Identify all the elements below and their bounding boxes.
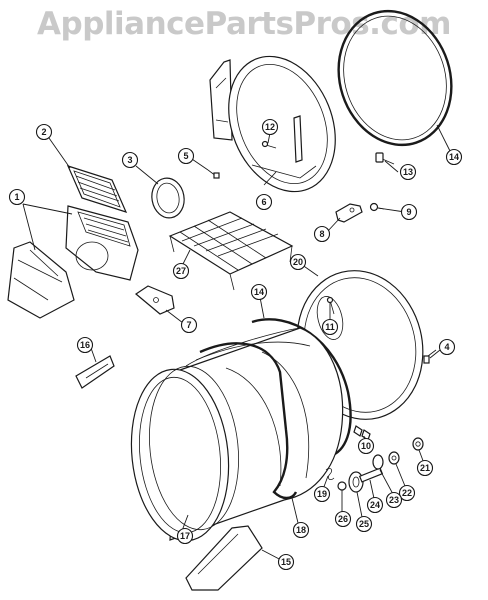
svg-text:19: 19 — [317, 489, 327, 499]
callout-26: 26 — [334, 510, 352, 528]
part-clips-10 — [353, 425, 371, 441]
svg-text:18: 18 — [296, 525, 306, 535]
callouts: 1 2 3 4 5 6 7 8 9 10 11 12 13 14 14 15 1… — [8, 118, 463, 571]
svg-text:6: 6 — [261, 197, 266, 207]
svg-text:4: 4 — [444, 342, 449, 352]
part-slide-16 — [75, 355, 115, 389]
callout-22: 22 — [398, 484, 416, 502]
callout-19: 19 — [313, 485, 331, 503]
callout-18: 18 — [292, 521, 310, 539]
part-seal-ring — [151, 177, 185, 219]
part-drum — [130, 327, 344, 542]
svg-text:25: 25 — [359, 519, 369, 529]
callout-14-top: 14 — [445, 148, 463, 166]
callout-27: 27 — [172, 262, 190, 280]
svg-text:11: 11 — [325, 322, 335, 332]
callout-24: 24 — [366, 496, 384, 514]
svg-text:5: 5 — [183, 151, 188, 161]
callout-13: 13 — [399, 163, 417, 181]
callout-15: 15 — [277, 553, 295, 571]
callout-6: 6 — [255, 193, 273, 211]
part-drying-rack — [168, 211, 294, 291]
svg-text:14: 14 — [254, 287, 264, 297]
callout-3: 3 — [121, 151, 139, 169]
svg-text:15: 15 — [281, 557, 291, 567]
part-bracket-7 — [134, 285, 175, 315]
svg-text:24: 24 — [370, 500, 380, 510]
callout-16: 16 — [76, 336, 94, 354]
part-shaft-24 — [358, 467, 384, 483]
part-bearing-25 — [348, 471, 364, 493]
svg-text:12: 12 — [265, 122, 275, 132]
svg-text:2: 2 — [41, 127, 46, 137]
callout-14-middle: 14 — [250, 283, 268, 301]
callout-20: 20 — [289, 253, 307, 271]
part-screw-5 — [207, 169, 220, 179]
part-screw-12 — [261, 140, 277, 149]
callout-10: 10 — [357, 437, 375, 455]
callout-8: 8 — [313, 225, 331, 243]
part-drum-seal — [251, 318, 352, 458]
callout-11: 11 — [321, 318, 339, 336]
part-lint-filter — [66, 165, 128, 213]
part-top-ring-gasket — [337, 9, 453, 147]
svg-text:23: 23 — [389, 495, 399, 505]
svg-text:14: 14 — [449, 152, 459, 162]
callout-17: 17 — [176, 527, 194, 545]
callout-4: 4 — [438, 338, 456, 356]
svg-text:16: 16 — [80, 340, 90, 350]
svg-text:3: 3 — [127, 155, 132, 165]
part-cap-21 — [412, 437, 424, 451]
callout-12: 12 — [261, 118, 279, 136]
callout-25: 25 — [355, 515, 373, 533]
part-toe-panel — [185, 525, 263, 591]
callout-21: 21 — [416, 459, 434, 477]
svg-text:1: 1 — [14, 192, 19, 202]
svg-text:22: 22 — [402, 488, 412, 498]
svg-text:26: 26 — [338, 514, 348, 524]
part-lint-duct-lower — [7, 241, 75, 319]
part-lint-duct-upper — [65, 205, 139, 281]
callout-5: 5 — [177, 147, 195, 165]
part-nut-22 — [388, 451, 400, 465]
svg-text:27: 27 — [176, 266, 186, 276]
callout-9: 9 — [400, 203, 418, 221]
callout-2: 2 — [35, 123, 53, 141]
part-drive-belt — [199, 342, 298, 500]
svg-text:8: 8 — [319, 229, 324, 239]
callout-23: 23 — [385, 491, 403, 509]
svg-text:20: 20 — [293, 257, 303, 267]
callout-7: 7 — [180, 316, 198, 334]
part-front-bulkhead — [209, 55, 336, 193]
part-bracket-8 — [335, 203, 363, 223]
leader-lines — [22, 124, 453, 562]
part-pulley-23 — [372, 454, 384, 470]
svg-text:7: 7 — [186, 320, 191, 330]
svg-text:9: 9 — [406, 207, 411, 217]
svg-text:10: 10 — [361, 441, 371, 451]
part-screw-4 — [423, 349, 437, 364]
part-spring-19 — [325, 467, 335, 481]
svg-text:17: 17 — [180, 531, 190, 541]
part-screw-13 — [375, 152, 395, 165]
callout-1: 1 — [8, 188, 26, 206]
part-washer-26 — [337, 481, 347, 491]
svg-text:21: 21 — [420, 463, 430, 473]
svg-text:13: 13 — [403, 167, 413, 177]
part-screw-9 — [369, 202, 385, 212]
